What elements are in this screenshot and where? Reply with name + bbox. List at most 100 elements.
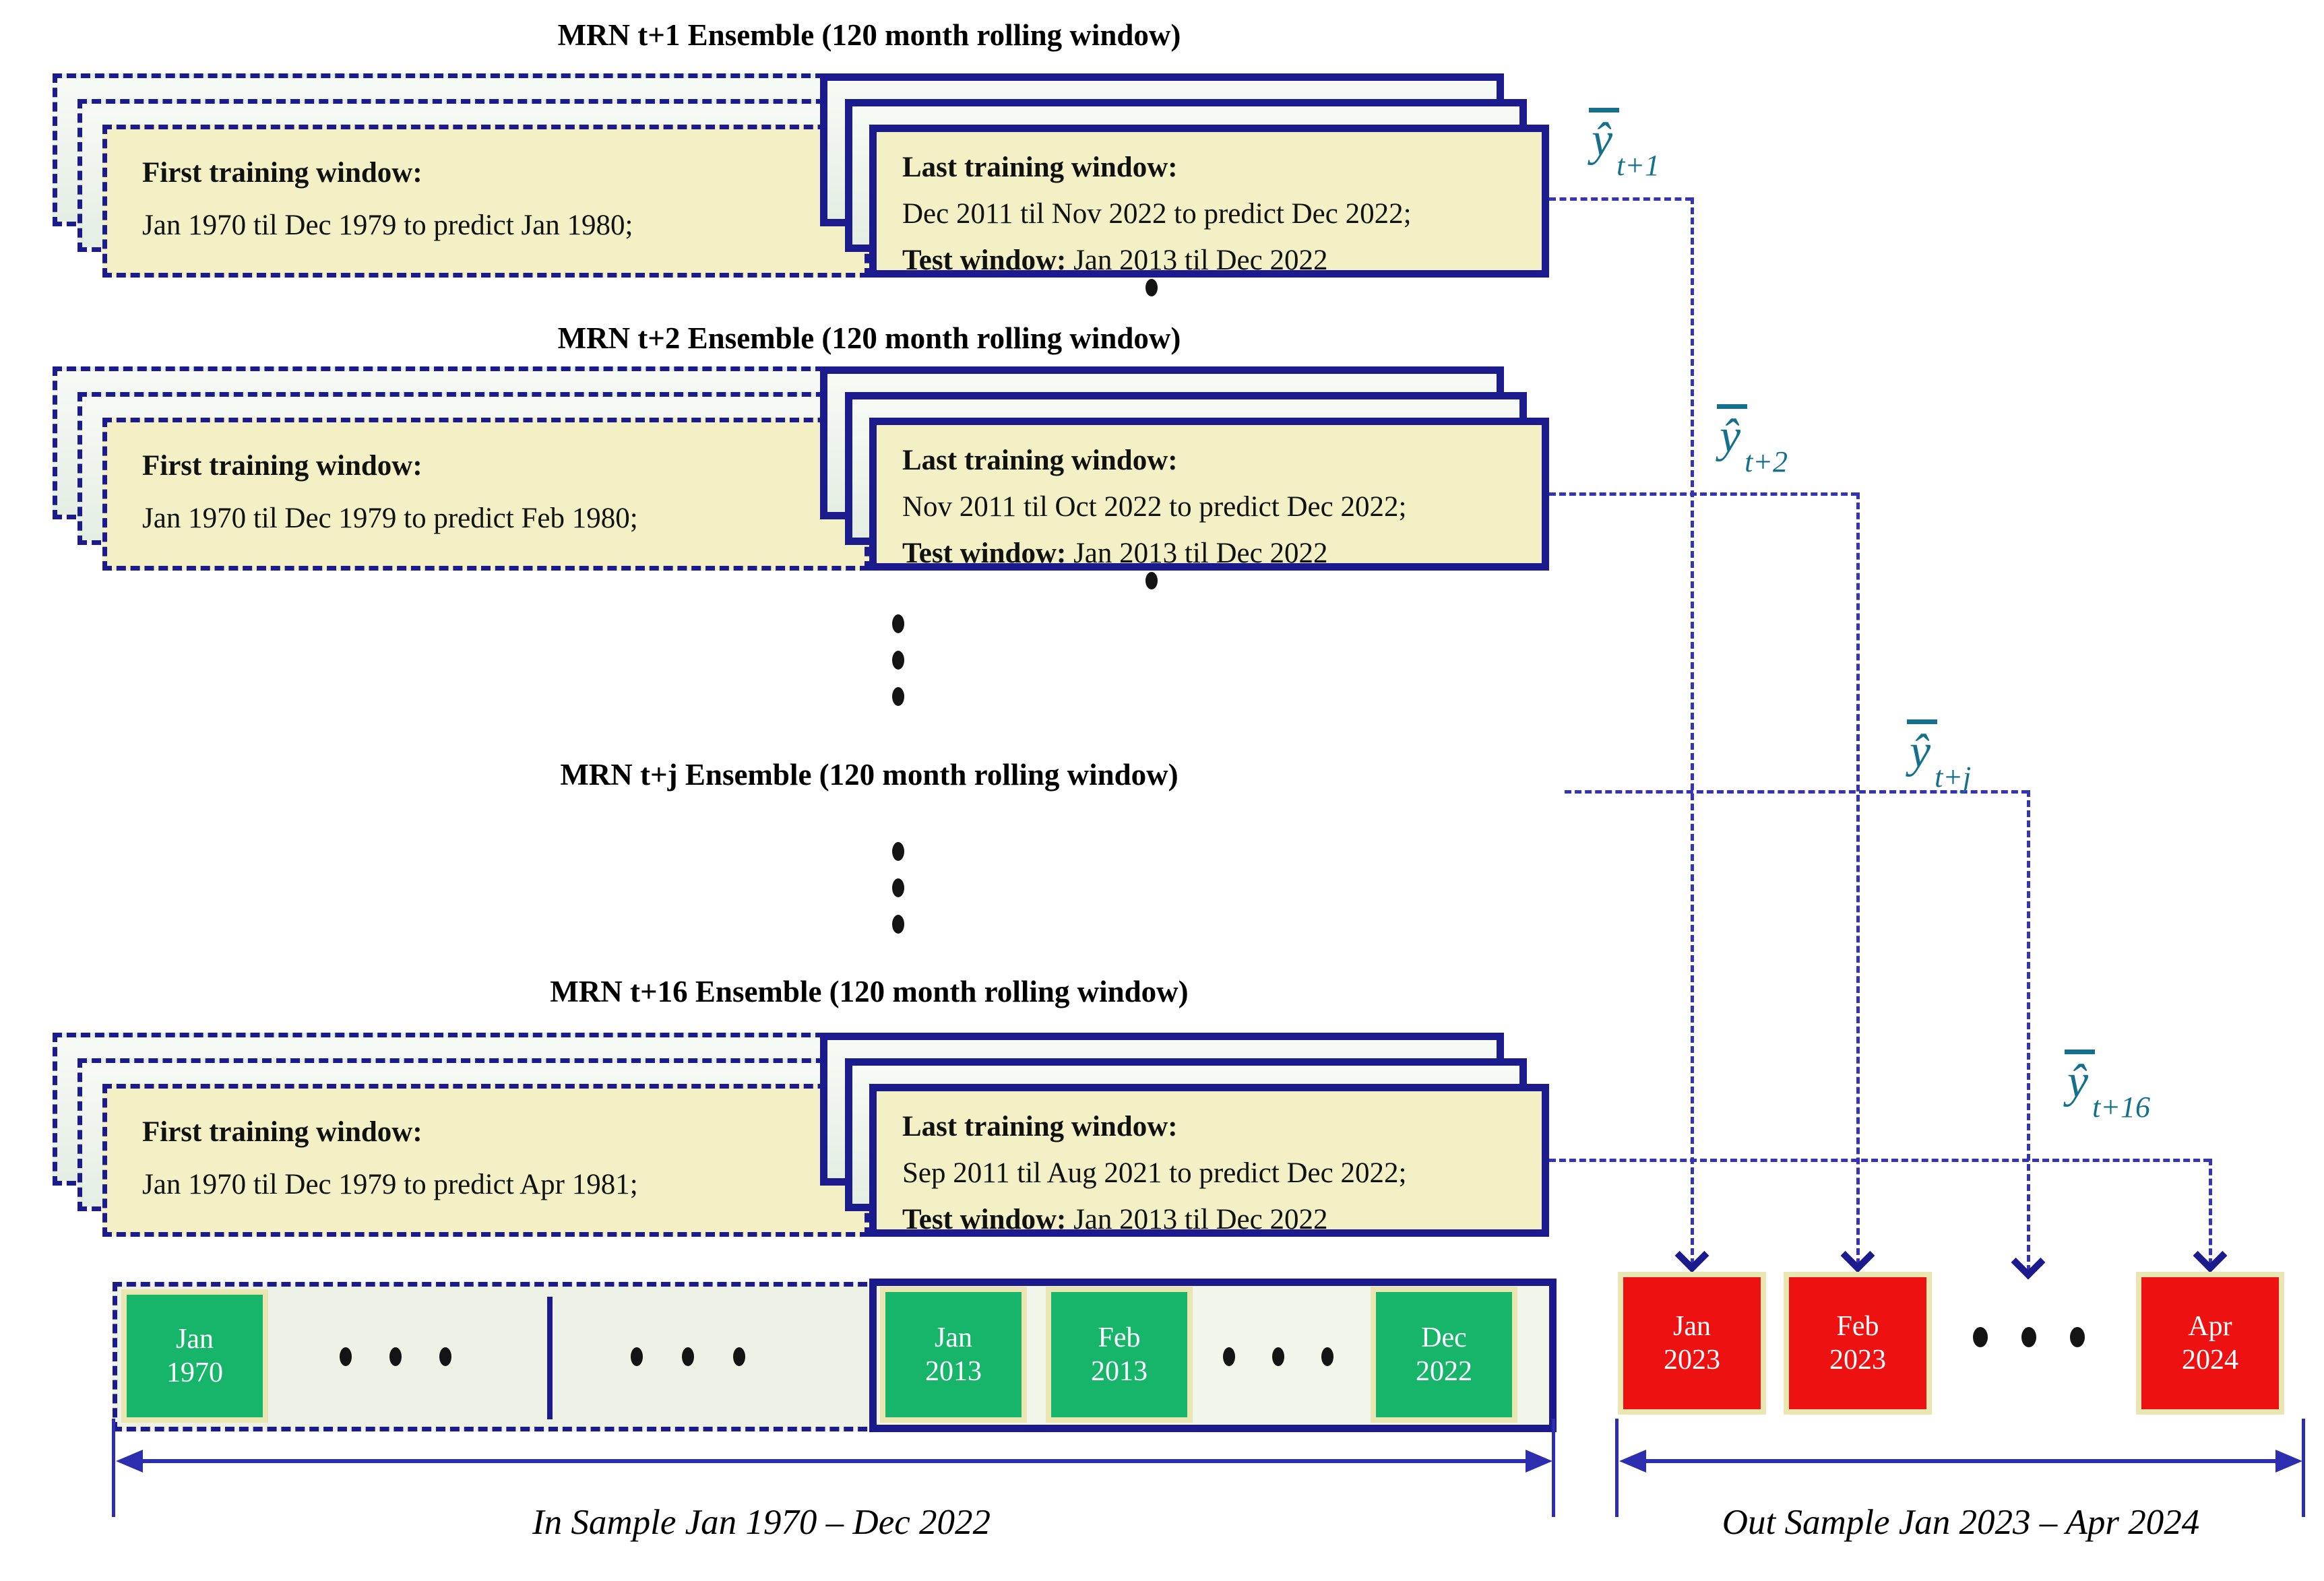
first-training-window-box: First training window: Jan 1970 til Dec …: [102, 418, 869, 571]
month-label: Jan: [935, 1322, 972, 1353]
first-window-heading: First training window:: [142, 450, 422, 482]
last-training-window-text: Last training window: Sep 2011 til Aug 2…: [877, 1091, 1542, 1243]
down-arrowhead-icon: [2011, 1245, 2046, 1280]
last-training-window-text: Last training window: Nov 2011 til Oct 2…: [877, 425, 1542, 577]
yhat-subscript: t+16: [2092, 1091, 2150, 1124]
ellipsis-dot: [892, 878, 904, 897]
month-label: Jan: [176, 1323, 214, 1355]
forecast-connector-t16-v: [2209, 1159, 2212, 1265]
ellipsis-dot: [892, 614, 904, 633]
last-training-window-box: Last training window: Dec 2011 til Nov 2…: [869, 125, 1549, 278]
ellipsis-dot: [1973, 1327, 1988, 1347]
right-arrowhead-icon: [1526, 1450, 1552, 1473]
ellipsis-dot: [892, 915, 904, 934]
last-window-heading: Last training window:: [902, 152, 1178, 183]
yhat-subscript: t+1: [1616, 149, 1660, 182]
year-label: 2023: [1829, 1345, 1886, 1376]
test-window-line: Test window: Jan 2013 til Dec 2022: [902, 237, 1524, 284]
first-training-window-text: First training window: Jan 1970 til Dec …: [107, 1089, 865, 1211]
forecast-connector-t2-h: [1549, 492, 1858, 496]
out-sample-range-label: Out Sample Jan 2023 – Apr 2024: [1722, 1503, 2200, 1542]
first-training-window-text: First training window: Jan 1970 til Dec …: [107, 129, 865, 252]
ellipsis-dot: [2021, 1327, 2036, 1347]
yhat-symbol: ŷ: [1589, 108, 1620, 164]
first-window-heading: First training window:: [142, 157, 422, 189]
month-label: Apr: [2188, 1310, 2232, 1342]
ellipsis-dot: [631, 1347, 643, 1366]
year-label: 2013: [1091, 1356, 1148, 1387]
first-training-window-box: First training window: Jan 1970 til Dec …: [102, 125, 869, 278]
ellipsis-dot: [892, 842, 904, 861]
forecast-connector-t1-v: [1691, 197, 1694, 1265]
test-window-line: Test window: Jan 2013 til Dec 2022: [902, 530, 1524, 577]
month-label: Dec: [1421, 1322, 1467, 1353]
forecast-connector-t2-v: [1856, 492, 1860, 1265]
left-arrowhead-icon: [1619, 1450, 1646, 1473]
left-arrowhead-icon: [116, 1450, 143, 1473]
down-arrowhead-icon: [1840, 1238, 1875, 1273]
forecast-connector-t1-h: [1549, 197, 1692, 201]
ellipsis-dot: [682, 1347, 694, 1366]
first-window-detail: Jan 1970 til Dec 1979 to predict Jan 198…: [142, 209, 633, 241]
test-window-detail: Jan 2013 til Dec 2022: [1066, 538, 1328, 569]
down-arrowhead-icon: [1674, 1238, 1709, 1273]
month-box-dec-2022: Dec 2022: [1371, 1287, 1517, 1423]
ensemble-title-t2: MRN t+2 Ensemble (120 month rolling wind…: [557, 321, 1181, 355]
ensemble-block-t2: First training window: Jan 1970 til Dec …: [0, 366, 2324, 589]
month-label: Feb: [1836, 1310, 1879, 1342]
range-tick-right: [1552, 1419, 1555, 1517]
yhat-symbol: ŷ: [1717, 404, 1748, 460]
month-label: Feb: [1098, 1322, 1141, 1353]
test-window-heading: Test window:: [902, 538, 1067, 569]
last-window-heading: Last training window:: [902, 445, 1178, 476]
year-label: 1970: [166, 1357, 223, 1388]
yhat-subscript: t+j: [1935, 761, 1972, 794]
yhat-subscript: t+2: [1745, 445, 1788, 478]
last-training-window-text: Last training window: Dec 2011 til Nov 2…: [877, 132, 1542, 284]
last-window-heading: Last training window:: [902, 1111, 1178, 1142]
in-sample-range-label: In Sample Jan 1970 – Dec 2022: [532, 1503, 991, 1542]
test-window-detail: Jan 2013 til Dec 2022: [1066, 245, 1328, 276]
last-window-detail: Nov 2011 til Oct 2022 to predict Dec 202…: [902, 491, 1407, 523]
first-window-detail: Jan 1970 til Dec 1979 to predict Apr 198…: [142, 1169, 638, 1200]
year-label: 2022: [1416, 1356, 1472, 1387]
ellipsis-dot: [340, 1347, 352, 1366]
ensemble-block-t1: First training window: Jan 1970 til Dec …: [0, 73, 2324, 296]
in-sample-range-line: [140, 1459, 1530, 1463]
month-box-feb-2023: Feb 2023: [1784, 1272, 1932, 1415]
month-box-jan-2023: Jan 2023: [1618, 1272, 1766, 1415]
yhat-symbol: ŷ: [1907, 719, 1938, 775]
last-window-detail: Sep 2011 til Aug 2021 to predict Dec 202…: [902, 1157, 1407, 1189]
ellipsis-dot: [1145, 279, 1158, 296]
month-box-feb-2013: Feb 2013: [1046, 1287, 1193, 1423]
forecast-connector-tj-v: [2027, 790, 2030, 1272]
year-label: 2023: [1664, 1345, 1720, 1376]
last-window-detail: Dec 2011 til Nov 2022 to predict Dec 202…: [902, 198, 1412, 230]
month-box-apr-2024: Apr 2024: [2136, 1272, 2284, 1415]
first-window-detail: Jan 1970 til Dec 1979 to predict Feb 198…: [142, 503, 638, 534]
ensemble-title-t16: MRN t+16 Ensemble (120 month rolling win…: [550, 975, 1189, 1008]
training-window-divider: [547, 1297, 553, 1419]
ellipsis-dot: [892, 687, 904, 706]
test-window-heading: Test window:: [902, 1204, 1067, 1235]
year-label: 2024: [2182, 1345, 2238, 1376]
ellipsis-dot: [1145, 572, 1158, 589]
right-arrowhead-icon: [2275, 1450, 2302, 1473]
ellipsis-dot: [2070, 1327, 2085, 1347]
ellipsis-dot: [1321, 1347, 1333, 1366]
ensemble-title-t1: MRN t+1 Ensemble (120 month rolling wind…: [557, 18, 1181, 52]
ellipsis-dot: [733, 1347, 745, 1366]
ensemble-title-tj: MRN t+j Ensemble (120 month rolling wind…: [560, 758, 1179, 792]
forecast-connector-tj-h: [1565, 790, 2028, 794]
last-training-window-box: Last training window: Sep 2011 til Aug 2…: [869, 1084, 1549, 1237]
first-training-window-box: First training window: Jan 1970 til Dec …: [102, 1084, 869, 1237]
month-box-jan-1970: Jan 1970: [121, 1289, 268, 1423]
test-window-detail: Jan 2013 til Dec 2022: [1066, 1204, 1328, 1235]
range-tick-left: [112, 1419, 115, 1517]
test-window-heading: Test window:: [902, 245, 1067, 276]
first-window-heading: First training window:: [142, 1116, 422, 1148]
